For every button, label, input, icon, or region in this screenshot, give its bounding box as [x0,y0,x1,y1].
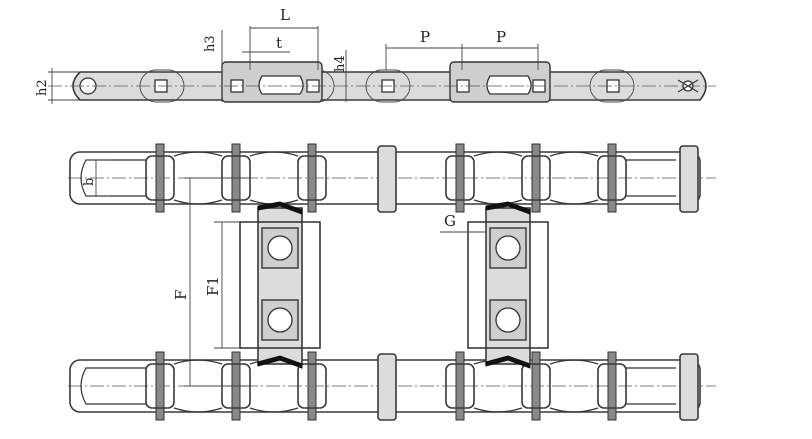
label-h3: h3 [203,35,218,52]
lower-right-loop [626,367,676,405]
upper-plate-3 [297,155,327,201]
upper-left-loop [80,159,146,197]
upper-plate-5 [521,155,551,201]
lower-pin-1 [155,351,165,421]
lower-link-bottom-4 [473,407,523,413]
label-P-2: P [496,28,506,46]
side-slot-1 [258,75,304,95]
label-t: t [276,34,282,52]
lower-link-top-5 [549,359,599,365]
attachment-left-bottom-weld [257,355,303,369]
plan-upper-strand [68,143,716,213]
attachment-left-bottom-hole [267,307,293,333]
upper-link-top-4 [473,151,523,157]
label-h4: h4 [333,55,348,72]
label-h2: h2 [35,79,50,96]
lower-plate-5 [521,363,551,409]
lower-link-top-1 [173,359,223,365]
label-b: b [82,178,97,186]
lower-pin-3 [307,351,317,421]
attachment-left [239,201,321,369]
lower-link-bottom-2 [249,407,299,413]
upper-link-bottom-5 [549,199,599,205]
upper-end-link [679,145,699,213]
plan-lower-strand [68,351,716,421]
side-slot-2 [486,75,532,95]
upper-plate-6 [597,155,627,201]
lower-plate-1 [145,363,175,409]
lower-end-link [679,353,699,421]
label-F1: F1 [204,276,222,296]
attachment-left-top-hole [267,235,293,261]
upper-plate-4 [445,155,475,201]
lower-pin-4 [455,351,465,421]
label-L: L [280,6,290,24]
lower-left-loop [80,367,146,405]
attachment-right-bottom-weld [485,355,531,369]
lower-plate-4 [445,363,475,409]
upper-pin-3 [307,143,317,213]
plan-dimensions: b F F1 G [82,159,486,387]
upper-pin-6 [607,143,617,213]
upper-middle-link [377,145,397,213]
upper-pin-5 [531,143,541,213]
upper-right-loop [626,159,676,197]
upper-pin-1 [155,143,165,213]
upper-link-top-5 [549,151,599,157]
label-G: G [444,212,456,230]
lower-link-bottom-1 [173,407,223,413]
lower-plate-6 [597,363,627,409]
upper-plate-1 [145,155,175,201]
attachment-left-frame [239,221,321,349]
lower-middle-link [377,353,397,421]
attachment-left-top-weld [257,201,303,215]
lower-link-bottom-5 [549,407,599,413]
lower-pin-6 [607,351,617,421]
upper-pin-4 [455,143,465,213]
label-P-1: P [420,28,430,46]
upper-link-top-1 [173,151,223,157]
lower-plate-3 [297,363,327,409]
upper-link-top-2 [249,151,299,157]
attachment-right-top-weld [485,201,531,215]
upper-link-bottom-1 [173,199,223,205]
side-view: L t h3 h4 h2 P P [35,6,716,104]
lower-pin-5 [531,351,541,421]
attachment-right-bottom-hole [495,307,521,333]
attachment-right-frame [467,221,549,349]
label-F: F [172,290,190,300]
attachment-right [467,201,549,369]
attachment-right-top-hole [495,235,521,261]
